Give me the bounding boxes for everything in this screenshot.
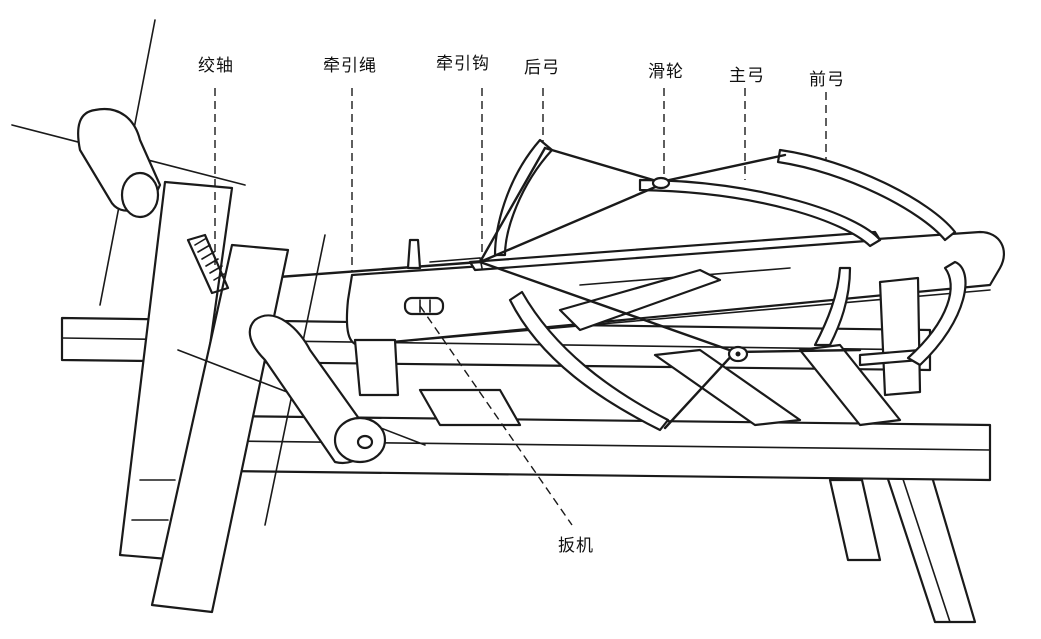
label-front-bow: 前弓 [809,70,845,90]
label-main-bow: 主弓 [729,66,765,86]
frame-rear-legs [828,468,977,624]
label-winch: 绞轴 [198,56,234,76]
traction-hook [406,238,483,270]
label-rear-bow: 后弓 [524,58,560,78]
lower-winch [177,234,426,526]
label-traction-hook: 牵引钩 [436,54,490,74]
winch-posts [118,180,290,614]
lower-pulley-icon [727,345,749,363]
upper-winch [11,19,246,306]
stock-supports [353,276,922,397]
label-trigger: 扳机 [558,536,594,556]
label-traction-rope: 牵引绳 [323,56,377,76]
label-pulley: 滑轮 [648,62,684,82]
rear-bow [493,138,670,432]
pulley-icon [651,176,671,190]
bow-strings [263,146,862,430]
crossbow-stock [345,230,1006,347]
frame-slats [418,343,902,427]
leader-lines [214,88,827,526]
winch-coil [186,233,230,295]
front-bow [776,148,967,367]
